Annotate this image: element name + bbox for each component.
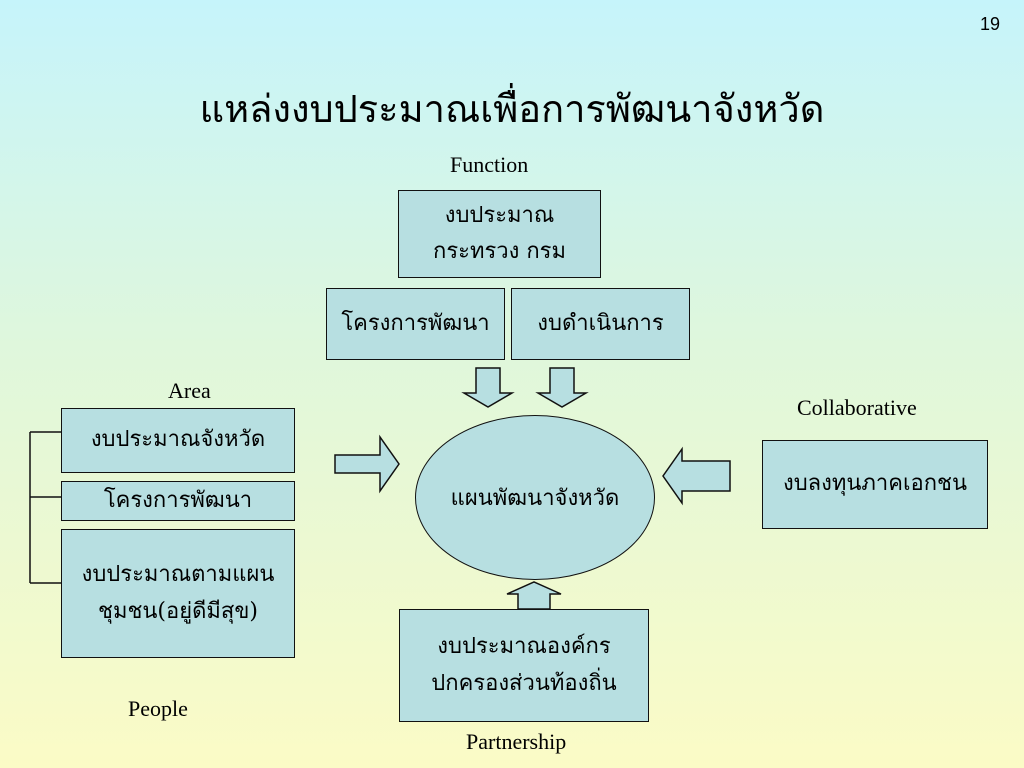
community-plan-line1: งบประมาณตามแผน bbox=[81, 562, 275, 588]
label-collaborative: Collaborative bbox=[797, 395, 917, 420]
area-development-projects-box: โครงการพัฒนา bbox=[61, 481, 295, 521]
local-government-line2: ปกครองส่วนท้องถิ่น bbox=[431, 670, 617, 696]
local-government-budget-box: งบประมาณองค์กร ปกครองส่วนท้องถิ่น bbox=[399, 609, 649, 722]
label-partnership: Partnership bbox=[466, 729, 567, 754]
right-arrow-from-area bbox=[334, 434, 400, 494]
development-projects-text: โครงการพัฒนา bbox=[341, 310, 490, 336]
provincial-budget-text: งบประมาณจังหวัด bbox=[90, 427, 266, 453]
label-area: Area bbox=[168, 378, 211, 403]
local-government-line1: งบประมาณองค์กร bbox=[437, 634, 611, 660]
provincial-plan-ellipse: แผนพัฒนาจังหวัด bbox=[415, 415, 655, 580]
down-arrow-left bbox=[461, 367, 515, 408]
label-people: People bbox=[128, 696, 188, 721]
ministry-budget-line1: งบประมาณ bbox=[444, 202, 555, 228]
area-development-projects-text: โครงการพัฒนา bbox=[103, 487, 253, 513]
community-plan-line2: ชุมชน(อยู่ดีมีสุข) bbox=[98, 598, 258, 624]
left-arrow-from-private bbox=[662, 446, 731, 506]
private-investment-box: งบลงทุนภาคเอกชน bbox=[762, 440, 988, 529]
ministry-budget-box: งบประมาณ กระทรวง กรม bbox=[398, 190, 601, 278]
community-plan-budget-box: งบประมาณตามแผน ชุมชน(อยู่ดีมีสุข) bbox=[61, 529, 295, 658]
development-projects-box: โครงการพัฒนา bbox=[326, 288, 505, 360]
down-arrow-right bbox=[535, 367, 589, 408]
page-number: 19 bbox=[979, 14, 1000, 34]
provincial-plan-text: แผนพัฒนาจังหวัด bbox=[450, 486, 620, 511]
up-arrow-from-local bbox=[506, 581, 562, 610]
slide-title: แหล่งงบประมาณเพื่อการพัฒนาจังหวัด bbox=[199, 87, 825, 131]
label-function: Function bbox=[450, 152, 529, 177]
operating-budget-box: งบดำเนินการ bbox=[511, 288, 690, 360]
private-investment-text: งบลงทุนภาคเอกชน bbox=[782, 471, 968, 497]
ministry-budget-line2: กระทรวง กรม bbox=[433, 239, 566, 264]
provincial-budget-box: งบประมาณจังหวัด bbox=[61, 408, 295, 473]
operating-budget-text: งบดำเนินการ bbox=[537, 310, 664, 336]
